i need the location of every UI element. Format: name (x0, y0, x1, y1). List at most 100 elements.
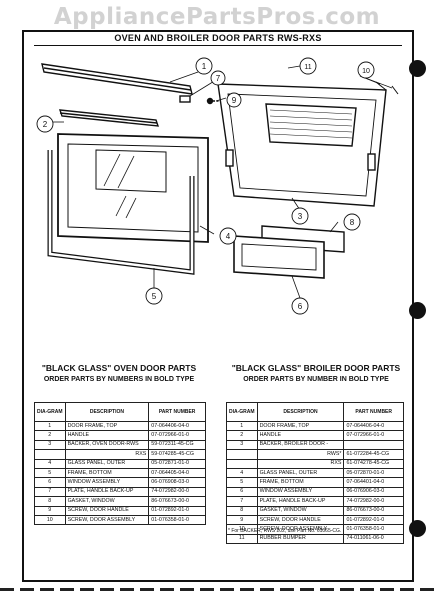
diagram-number-cell (34, 449, 66, 460)
callout-8-label: 8 (350, 218, 355, 227)
diagram-number-cell: 9 (226, 514, 258, 526)
watermark: AppliancePartsPros.com (53, 4, 381, 30)
callout-2-label: 2 (43, 120, 48, 129)
diagram-number-cell: 4 (34, 458, 66, 469)
part-number-cell: 06-076906-03-0 (343, 486, 404, 498)
description-cell: BACKER, OVEN DOOR-RWS (64, 439, 150, 451)
column-header: PART NUMBER (343, 402, 404, 422)
description-cell: HANDLE (256, 430, 345, 441)
description-cell: HANDLE (64, 430, 150, 441)
broiler-table-subtitle: ORDER PARTS BY NUMBER IN BOLD TYPE (243, 376, 389, 383)
diagram-number-cell: 7 (226, 496, 258, 507)
broiler-table-title: "BLACK GLASS" BROILER DOOR PARTS (231, 363, 401, 373)
part-number-cell (343, 439, 404, 451)
description-cell: RXS (64, 449, 150, 460)
callout-10 (357, 61, 375, 79)
diagram-number-cell: 1 (226, 420, 258, 432)
oven-table-heading: "BLACK GLASS" OVEN DOOR PARTS ORDER PART… (30, 363, 208, 385)
part-number-cell: 07-064406-04-0 (343, 420, 404, 432)
part-window-assembly (233, 235, 325, 279)
description-cell: GLASS PANEL, OUTER (64, 458, 150, 469)
description-cell: RXS (256, 458, 345, 469)
part-handle (58, 109, 160, 127)
callout-11-label: 11 (304, 64, 311, 71)
oven-table-title: "BLACK GLASS" OVEN DOOR PARTS (41, 363, 197, 373)
diagram-number-cell (226, 458, 258, 469)
diagram-number-cell: 5 (226, 477, 258, 488)
callout-markers (36, 57, 375, 315)
column-header: DIA-GRAM (34, 402, 66, 422)
diagram-number-cell: 6 (226, 486, 258, 498)
part-number-cell: 05-072871-01-0 (148, 458, 206, 469)
diagram-number-cell: 9 (34, 505, 66, 516)
diagram-number-cell: 1 (34, 420, 66, 432)
part-bottom-frame (47, 150, 195, 275)
diagram-number-cell (226, 449, 258, 460)
description-cell: SCREW, DOOR HANDLE (256, 514, 345, 526)
description-cell: WINDOW ASSEMBLY (256, 486, 345, 498)
callout-labels: 1 2 3 4 5 6 7 8 9 10 11 (43, 62, 370, 311)
part-number-cell: 86-076673-00-0 (148, 496, 206, 507)
diagram-number-cell: 8 (226, 505, 258, 516)
diagram-number-cell: 2 (34, 430, 66, 441)
diagram-number-cell: 2 (226, 430, 258, 441)
part-number-cell: 05-072870-01-0 (343, 467, 404, 479)
exploded-parts-diagram: 1 2 3 4 5 6 7 8 9 10 11 (36, 57, 399, 315)
callout-1-label: 1 (202, 62, 207, 71)
description-cell: PLATE, HANDLE BACK-UP (256, 496, 345, 507)
part-number-cell: 06-076908-03-0 (148, 477, 206, 488)
part-number-cell: 01-076358-01-0 (343, 524, 404, 535)
column-header: DESCRIPTION (64, 402, 150, 422)
part-number-cell: 61-074278-45-CG (343, 458, 404, 469)
part-number-cell: 07-064405-04-0 (148, 467, 206, 479)
page-title: OVEN AND BROILER DOOR PARTS RWS-RXS (34, 33, 402, 46)
diagram-number-cell: 3 (34, 439, 66, 451)
description-cell: RWS* (256, 449, 345, 460)
diagram-number-cell: 5 (34, 467, 66, 479)
description-cell: PLATE, HANDLE BACK-UP (64, 486, 150, 498)
description-cell: FRAME, BOTTOM (64, 467, 150, 479)
diagram-number-cell: 10 (34, 514, 66, 526)
callout-10-label: 10 (362, 68, 370, 75)
part-top-frame (41, 63, 193, 95)
description-cell: GLASS PANEL, OUTER (256, 467, 345, 479)
part-number-cell: 07-072966-01-0 (148, 430, 206, 441)
diagram-number-cell: 8 (34, 496, 66, 507)
description-cell: SCREW, DOOR ASSEMBLY (64, 514, 150, 526)
callout-11 (299, 57, 317, 75)
callout-6 (291, 297, 309, 315)
part-number-cell: 74-011061-06-0 (343, 533, 404, 545)
part-door-backer (217, 83, 387, 207)
description-cell: WINDOW ASSEMBLY (64, 477, 150, 488)
callout-8 (343, 213, 361, 231)
diagram-number-cell: 7 (34, 486, 66, 498)
part-number-cell: 01-072892-01-0 (148, 505, 206, 516)
table-header-row: DIA-GRAM DESCRIPTION PART NUMBER (226, 402, 404, 422)
table-row: RWS*61-072284-45-CG (226, 449, 404, 460)
callout-1 (195, 57, 213, 75)
oven-table-subtitle: ORDER PARTS BY NUMBERS IN BOLD TYPE (43, 376, 195, 383)
column-header: PART NUMBER (148, 402, 206, 422)
callout-4-label: 4 (226, 232, 231, 241)
callout-3-label: 3 (298, 212, 303, 221)
part-number-cell: 01-072892-01-0 (343, 514, 404, 526)
callout-7 (210, 70, 226, 86)
callout-3 (291, 207, 309, 225)
part-number-cell: 59-074285-45-CG (148, 449, 206, 460)
